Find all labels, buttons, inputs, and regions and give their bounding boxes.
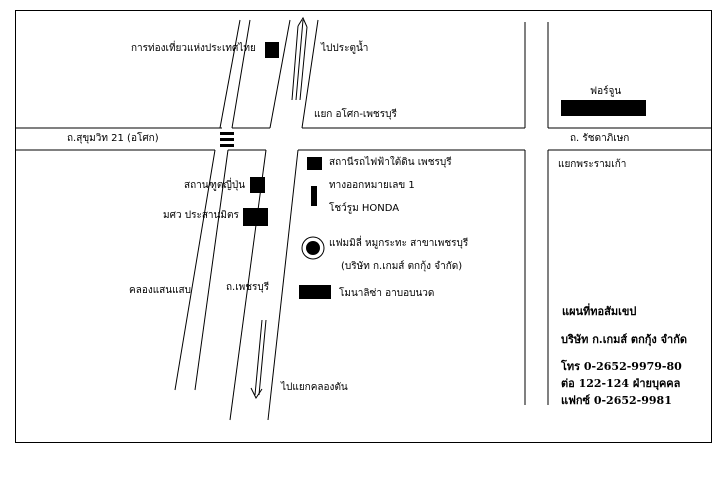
label-mahidol: มศว ประสานมิตร (163, 210, 239, 221)
label-to-khlong-tan: ไปแยกคลองตัน (281, 382, 348, 393)
main-road-left-edge-top (269, 19, 291, 129)
info-title: แผนที่ทอสัมเขป (562, 305, 637, 318)
label-mrt-station: สถานีรถไฟฟ้าใต้ดิน เพชรบุรี (329, 157, 452, 168)
label-petchaburi-road: ถ.เพชรบุรี (226, 282, 270, 293)
mahidol-building (243, 208, 268, 226)
fortune-building (561, 100, 646, 116)
label-company-sub: (บริษัท ก.เกมส์ ตกกุ้ง จำกัด) (341, 261, 463, 272)
label-massage: โมนาลิซ่า อาบอบนวด (339, 288, 435, 299)
label-honda: โชว์รูม HONDA (329, 203, 400, 214)
main-road-left-edge-bottom (229, 149, 267, 421)
info-phone: โทร 0-2652-9979-80 (561, 360, 682, 373)
asoke-road-left-edge-bottom (174, 149, 216, 391)
asoke-road-right-edge-bottom (194, 149, 229, 391)
label-to-pratunam: ไปประตูน้ำ (321, 43, 369, 54)
label-ratchadaphisek: ถ. รัชดาภิเษก (570, 133, 630, 144)
asoke-road-left-edge-top (219, 19, 241, 129)
label-tat: การท่องเที่ยวแห่งประเทศไทย (131, 43, 256, 54)
crosswalk (220, 132, 234, 147)
label-khlong-saen-saep: คลองแสนแสบ (129, 285, 191, 296)
mrt-station-building (307, 157, 322, 170)
info-ext: ต่อ 122-124 ฝ่ายบุคคล (561, 377, 681, 390)
main-road-right-edge-top (301, 19, 319, 129)
exit-1-marker (311, 186, 317, 206)
tat-building (265, 42, 279, 58)
asoke-road-right-edge-top (231, 19, 251, 129)
company-location-icon (301, 236, 325, 260)
massage-building (299, 285, 331, 299)
arrow-down-icon (254, 319, 263, 396)
info-fax: แฟกซ์ 0-2652-9981 (561, 394, 672, 407)
label-rama9-junction: แยกพระรามเก้า (558, 159, 627, 170)
main-road-right-edge-bottom (267, 149, 299, 421)
arrow-up-icon (295, 19, 304, 101)
label-sukhumvit: ถ.สุขุมวิท 21 (อโศก) (67, 133, 159, 144)
label-exit-1: ทางออกหมายเลข 1 (329, 180, 415, 191)
label-fortune: ฟอร์จูน (590, 86, 622, 97)
info-company: บริษัท ก.เกมส์ ตกกุ้ง จำกัด (561, 333, 688, 346)
label-asoke-petch-junction: แยก อโศก-เพชรบุรี (314, 109, 397, 120)
label-company-main: แฟมมิลี่ หมูกระทะ สาขาเพชรบุรี (329, 238, 469, 249)
map-border (15, 10, 712, 443)
label-japan-embassy: สถานฑูตญี่ปุ่น (184, 180, 246, 191)
japan-embassy-building (250, 177, 265, 193)
